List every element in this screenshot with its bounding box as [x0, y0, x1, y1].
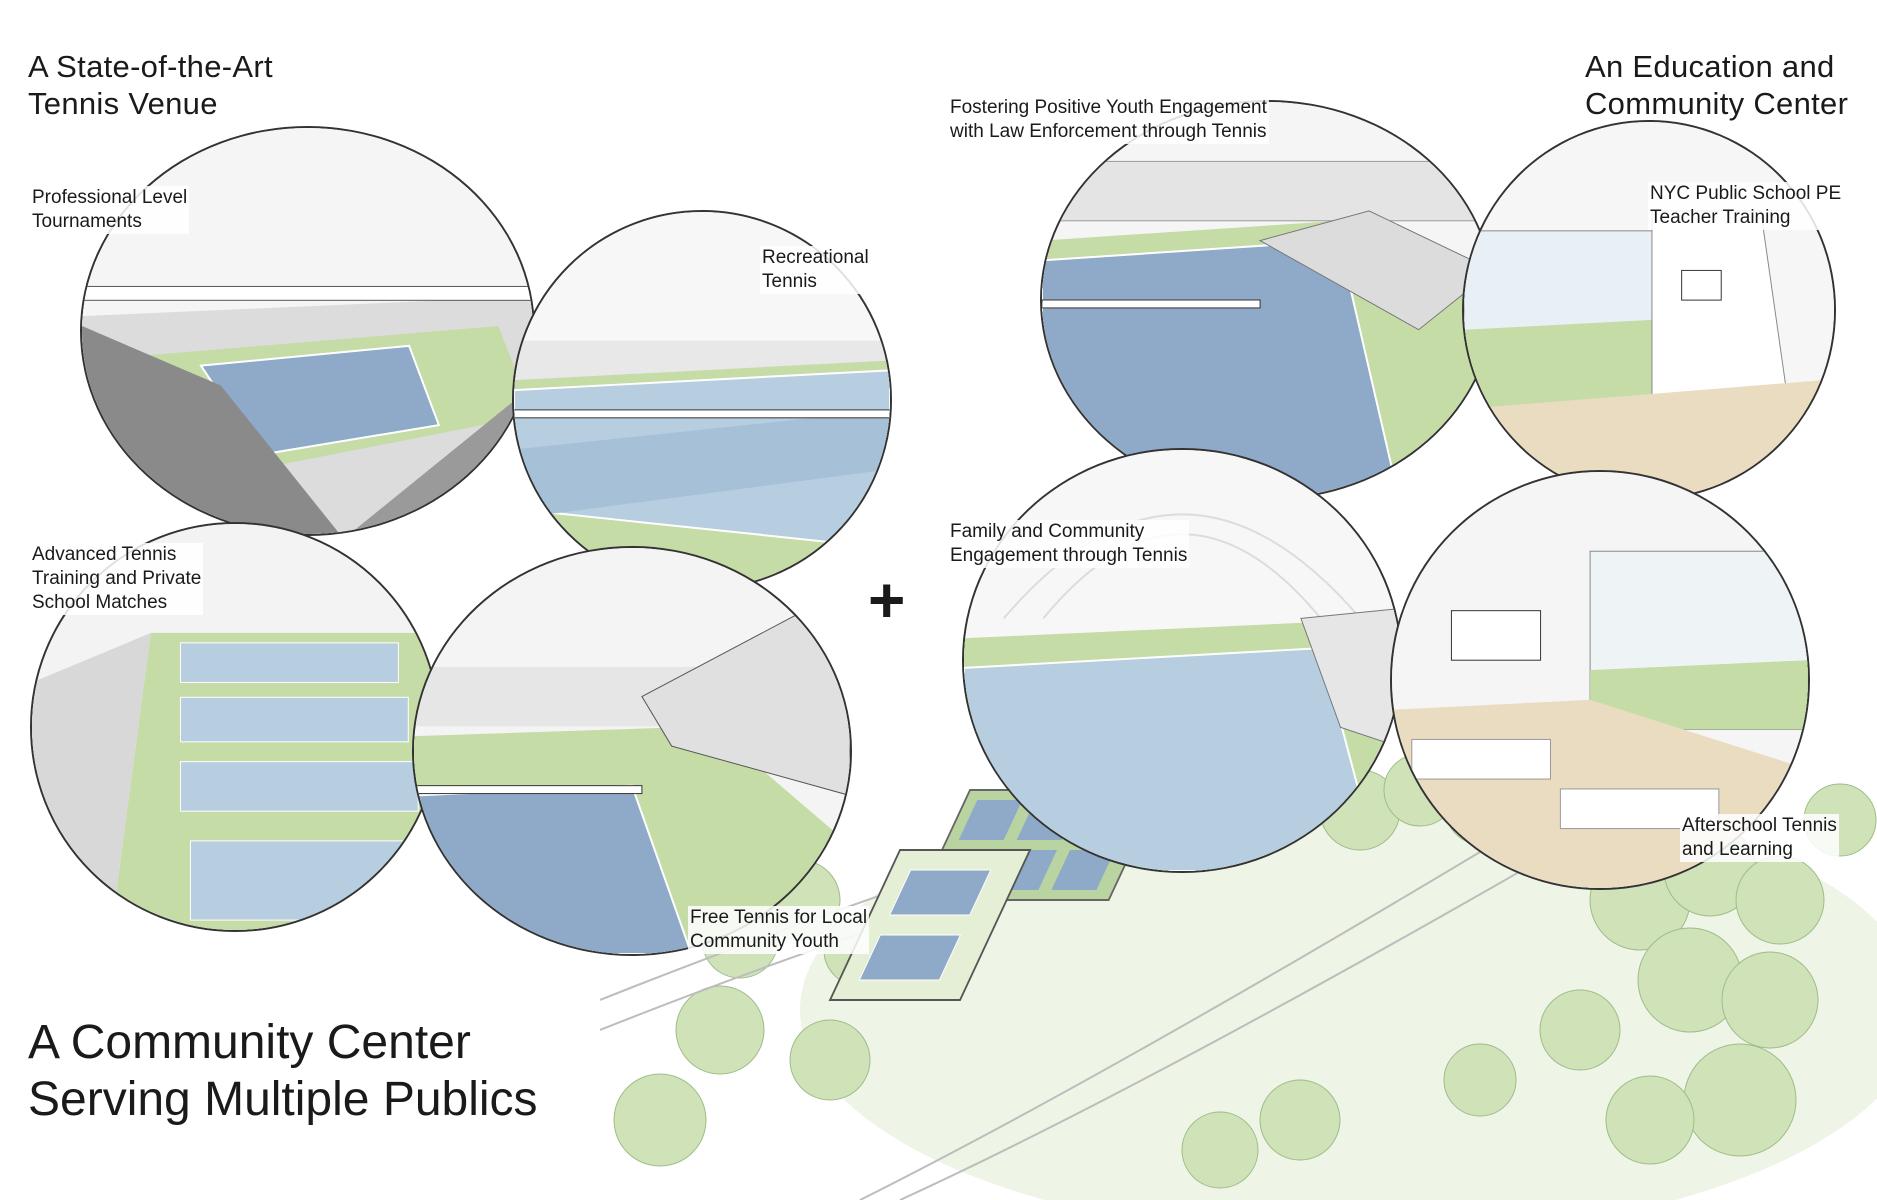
plus-symbol: +: [868, 564, 906, 636]
label-afterschool-learning: Afterschool Tennis and Learning: [1680, 814, 1839, 862]
circle-pe-teacher-training: [1462, 120, 1836, 500]
heading-tennis-venue: A State-of-the-Art Tennis Venue: [28, 49, 273, 121]
circle-advanced-training: [30, 522, 440, 932]
afterschool-classroom-scene: [1392, 472, 1808, 888]
classroom-training-scene: [1464, 122, 1834, 498]
community-youth-scene: [414, 548, 850, 954]
label-recreational-tennis: Recreational Tennis: [760, 246, 871, 294]
circle-recreational-tennis: [512, 210, 892, 590]
label-professional-tournaments: Professional Level Tournaments: [30, 186, 190, 234]
youth-engagement-scene: [1042, 102, 1493, 498]
circle-family-engagement: [962, 448, 1402, 873]
circle-youth-law-enforcement: [1040, 100, 1495, 500]
label-advanced-training: Advanced Tennis Training and Private Sch…: [30, 543, 204, 615]
label-family-engagement: Family and Community Engagement through …: [948, 520, 1190, 568]
circle-free-community-tennis: [412, 546, 852, 956]
label-pe-teacher-training: NYC Public School PE Teacher Training: [1648, 182, 1844, 230]
label-youth-law-enforcement: Fostering Positive Youth Engagement with…: [948, 96, 1269, 144]
family-tennis-scene: [964, 450, 1400, 871]
main-title: A Community Center Serving Multiple Publ…: [28, 1016, 538, 1126]
heading-education-center: An Education and Community Center: [1585, 49, 1849, 121]
stadium-building: [828, 849, 1032, 1001]
recreational-scene: [514, 212, 890, 588]
label-free-community-tennis: Free Tennis for Local Community Youth: [688, 906, 870, 954]
